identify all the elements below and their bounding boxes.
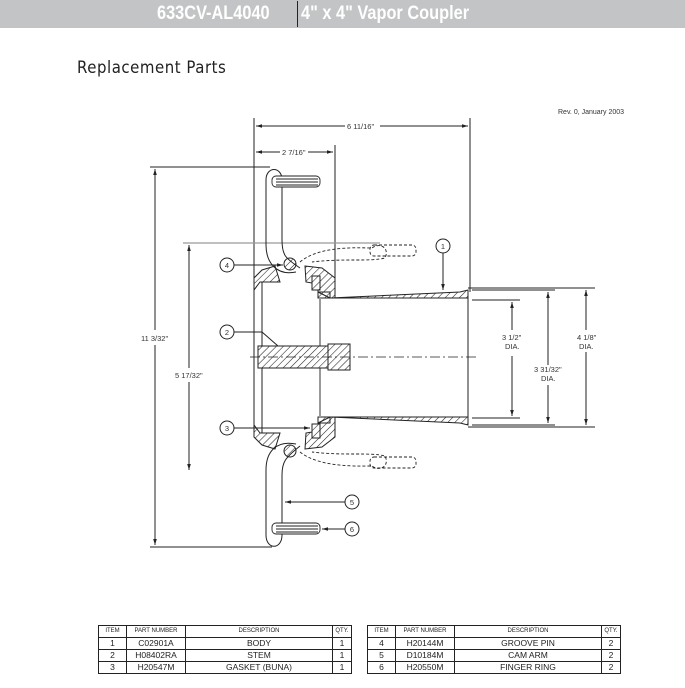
cell-qty: 2 xyxy=(601,637,621,650)
svg-text:4: 4 xyxy=(225,261,229,270)
dim-outer-dia-suffix: DIA. xyxy=(579,342,594,351)
cell-description: GROOVE PIN xyxy=(454,637,602,650)
cell-qty: 2 xyxy=(601,661,621,674)
cell-part-number: D10184M xyxy=(395,649,455,662)
table-header-row: ITEM PART NUMBER DESCRIPTION QTY. xyxy=(367,625,621,638)
table-row: 6 H20550M FINGER RING 2 xyxy=(367,661,621,674)
svg-text:2: 2 xyxy=(225,328,229,337)
parts-table-left: ITEM PART NUMBER DESCRIPTION QTY. 1 C029… xyxy=(98,625,352,674)
col-item: ITEM xyxy=(367,625,396,638)
dim-overall-length-label: 6 11/16" xyxy=(347,122,374,131)
cell-description: CAM ARM xyxy=(454,649,602,662)
cell-item: 3 xyxy=(98,661,127,674)
col-description: DESCRIPTION xyxy=(185,625,333,638)
dim-body-height-label: 5 17/32" xyxy=(175,371,203,380)
dim-mid-dia-suffix: DIA. xyxy=(541,374,556,383)
cell-part-number: H08402RA xyxy=(126,649,186,662)
svg-text:5: 5 xyxy=(350,498,354,507)
svg-text:6: 6 xyxy=(350,525,354,534)
dim-overall-height-label: 11 3/32" xyxy=(141,334,168,343)
cell-qty: 1 xyxy=(332,637,352,650)
title-divider xyxy=(297,1,298,27)
stem xyxy=(257,343,351,371)
cell-qty: 2 xyxy=(601,649,621,662)
col-qty: QTY. xyxy=(601,625,621,638)
dim-cam-offset xyxy=(256,145,336,290)
cell-qty: 1 xyxy=(332,661,352,674)
dim-outer-dia-label: 4 1/8" xyxy=(577,333,597,342)
revision-note: Rev. 0, January 2003 xyxy=(558,109,625,116)
cell-part-number: C02901A xyxy=(126,637,186,650)
dim-diameters xyxy=(468,287,595,428)
cell-part-number: H20547M xyxy=(126,661,186,674)
cell-qty: 1 xyxy=(332,649,352,662)
callout-2: 2 xyxy=(219,324,235,340)
dim-inner-dia-suffix: DIA. xyxy=(505,342,520,351)
dim-overall-length xyxy=(253,118,471,300)
dim-inner-dia-label: 3 1/2" xyxy=(502,333,522,342)
col-item: ITEM xyxy=(98,625,127,638)
table-row: 2 H08402RA STEM 1 xyxy=(98,649,352,662)
dim-overall-height xyxy=(150,166,272,548)
cell-part-number: H20550M xyxy=(395,661,455,674)
table-row: 3 H20547M GASKET (BUNA) 1 xyxy=(98,661,352,674)
section-title: Replacement Parts xyxy=(77,58,227,78)
callout-6: 6 xyxy=(344,521,360,537)
cam-arm-closed xyxy=(299,244,417,469)
cell-description: FINGER RING xyxy=(454,661,602,674)
cell-part-number: H20144M xyxy=(395,637,455,650)
groove-pin xyxy=(283,257,297,458)
dim-cam-offset-label: 2 7/16" xyxy=(282,148,306,157)
table-row: 5 D10184M CAM ARM 2 xyxy=(367,649,621,662)
dim-mid-dia-label: 3 31/32" xyxy=(534,365,562,374)
parts-table-right: ITEM PART NUMBER DESCRIPTION QTY. 4 H201… xyxy=(367,625,621,674)
cell-description: STEM xyxy=(185,649,333,662)
callout-5: 5 xyxy=(344,494,360,510)
cell-description: BODY xyxy=(185,637,333,650)
callout-3: 3 xyxy=(219,420,235,436)
col-description: DESCRIPTION xyxy=(454,625,602,638)
table-header-row: ITEM PART NUMBER DESCRIPTION QTY. xyxy=(98,625,352,638)
title-bar: 633CV-AL4040 4" x 4" Vapor Coupler xyxy=(0,0,685,28)
table-row: 4 H20144M GROOVE PIN 2 xyxy=(367,637,621,650)
finger-ring xyxy=(271,175,321,535)
model-number: 633CV-AL4040 xyxy=(157,3,270,24)
cell-item: 6 xyxy=(367,661,396,674)
cell-item: 2 xyxy=(98,649,127,662)
svg-text:1: 1 xyxy=(441,242,445,251)
cell-item: 4 xyxy=(367,637,396,650)
callout-4: 4 xyxy=(219,257,235,273)
cell-item: 1 xyxy=(98,637,127,650)
gasket xyxy=(311,275,321,439)
col-part-number: PART NUMBER xyxy=(395,625,455,638)
product-name: 4" x 4" Vapor Coupler xyxy=(301,3,470,24)
cell-description: GASKET (BUNA) xyxy=(185,661,333,674)
cell-item: 5 xyxy=(367,649,396,662)
svg-text:3: 3 xyxy=(225,424,229,433)
table-row: 1 C02901A BODY 1 xyxy=(98,637,352,650)
col-part-number: PART NUMBER xyxy=(126,625,186,638)
callout-1: 1 xyxy=(435,238,451,254)
col-qty: QTY. xyxy=(332,625,352,638)
